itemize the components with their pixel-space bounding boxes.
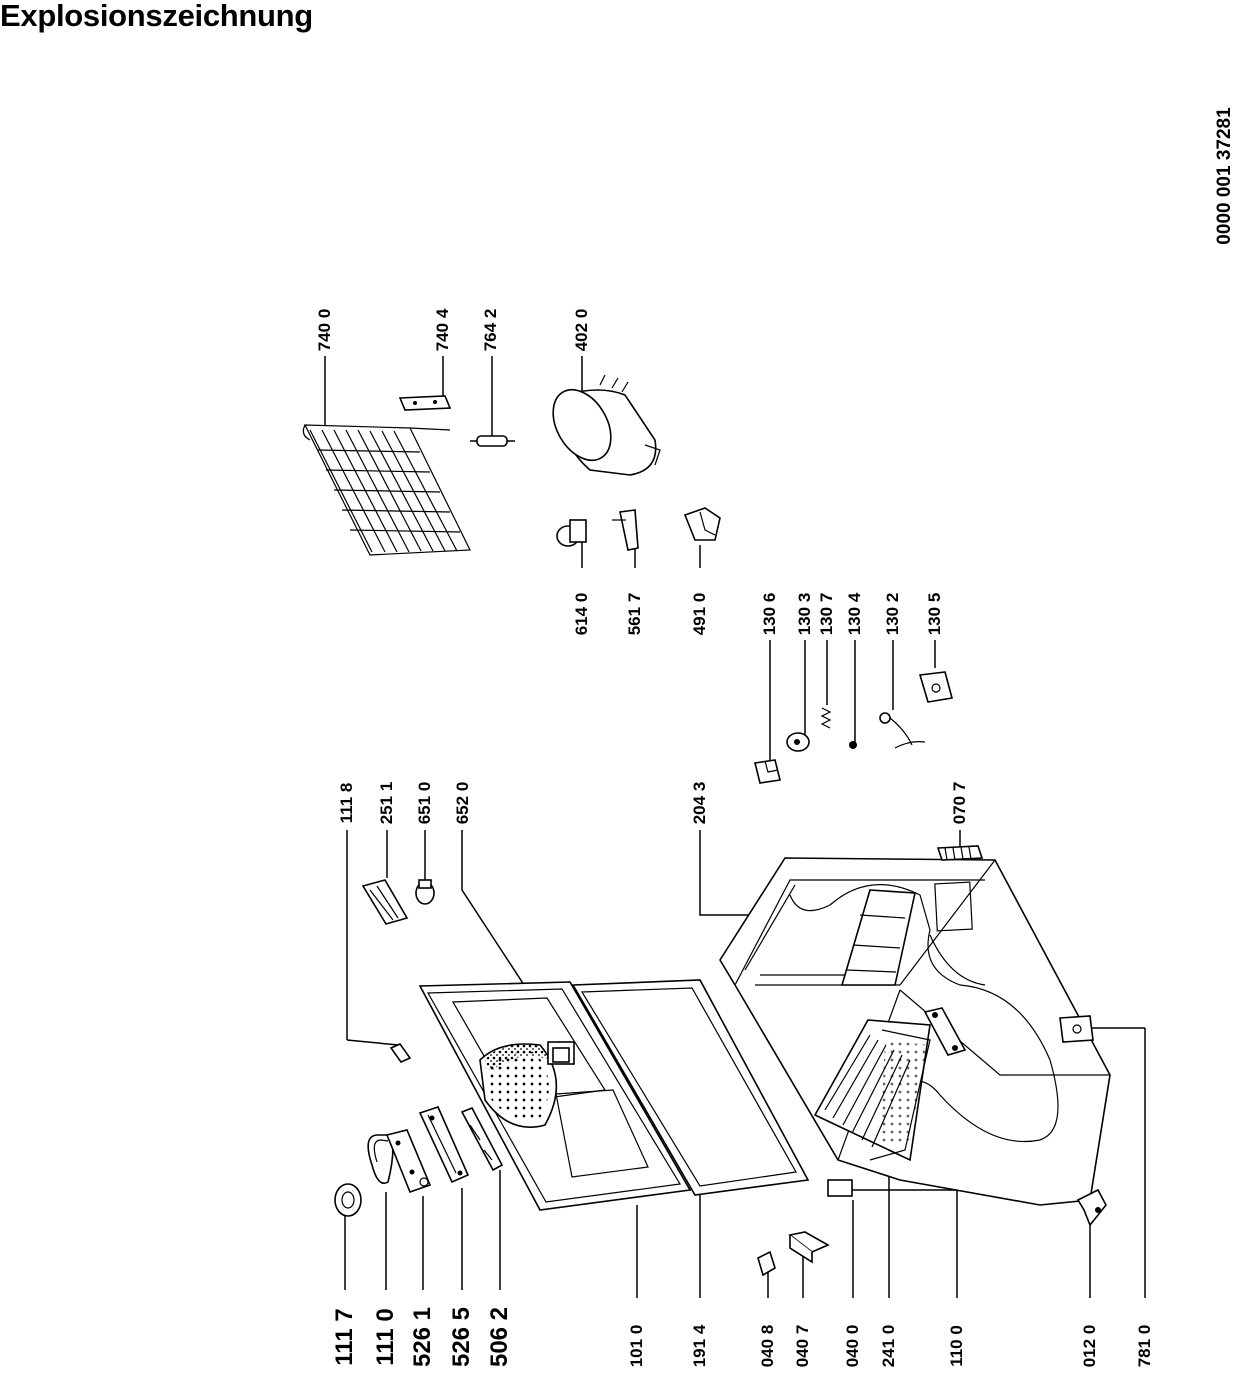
part-130-3-relay xyxy=(786,732,810,752)
part-130-2-wire xyxy=(879,712,926,749)
part-130-7-spring xyxy=(820,707,832,729)
part-191-4-gasket xyxy=(571,979,810,1196)
part-070-7-vent-grille xyxy=(936,845,984,861)
part-740-4-bracket xyxy=(398,395,452,411)
part-130-4-ball xyxy=(849,741,857,749)
part-110-0-hinge-bracket xyxy=(923,1007,967,1056)
part-040-8-clip xyxy=(757,1250,776,1277)
part-402-0-compressor xyxy=(552,374,661,476)
part-526-1-control-panel xyxy=(385,1129,432,1194)
part-491-0-cover xyxy=(683,507,721,541)
part-130-6-terminal xyxy=(754,759,781,784)
part-614-0-capacitor xyxy=(556,519,587,547)
part-012-0-hinge xyxy=(1076,1188,1107,1227)
part-651-0-lamp xyxy=(415,879,435,905)
part-764-2-filter-dryer xyxy=(470,435,515,447)
part-204-3-divider xyxy=(840,889,916,986)
part-040-7-bracket xyxy=(788,1231,830,1264)
part-506-2-hinge-strip xyxy=(460,1106,504,1172)
page-title: Explosionszeichnung xyxy=(0,0,313,33)
part-740-0-condenser xyxy=(302,424,471,556)
part-526-5-switch-bar xyxy=(418,1106,470,1184)
part-781-0-plate xyxy=(1059,1015,1094,1043)
part-111-8-catch xyxy=(389,1043,412,1063)
part-130-5-block xyxy=(918,671,954,703)
part-241-0-wire-basket xyxy=(813,1019,931,1162)
part-040-0-foot xyxy=(827,1179,853,1197)
part-652-0-lamp-socket xyxy=(552,1047,570,1063)
part-251-1-light-cover xyxy=(361,879,409,925)
part-111-7-knob xyxy=(334,1183,362,1217)
leader-lines xyxy=(324,356,1146,1298)
part-561-7-starter xyxy=(612,509,639,551)
part-111-0-handle xyxy=(367,1134,394,1184)
